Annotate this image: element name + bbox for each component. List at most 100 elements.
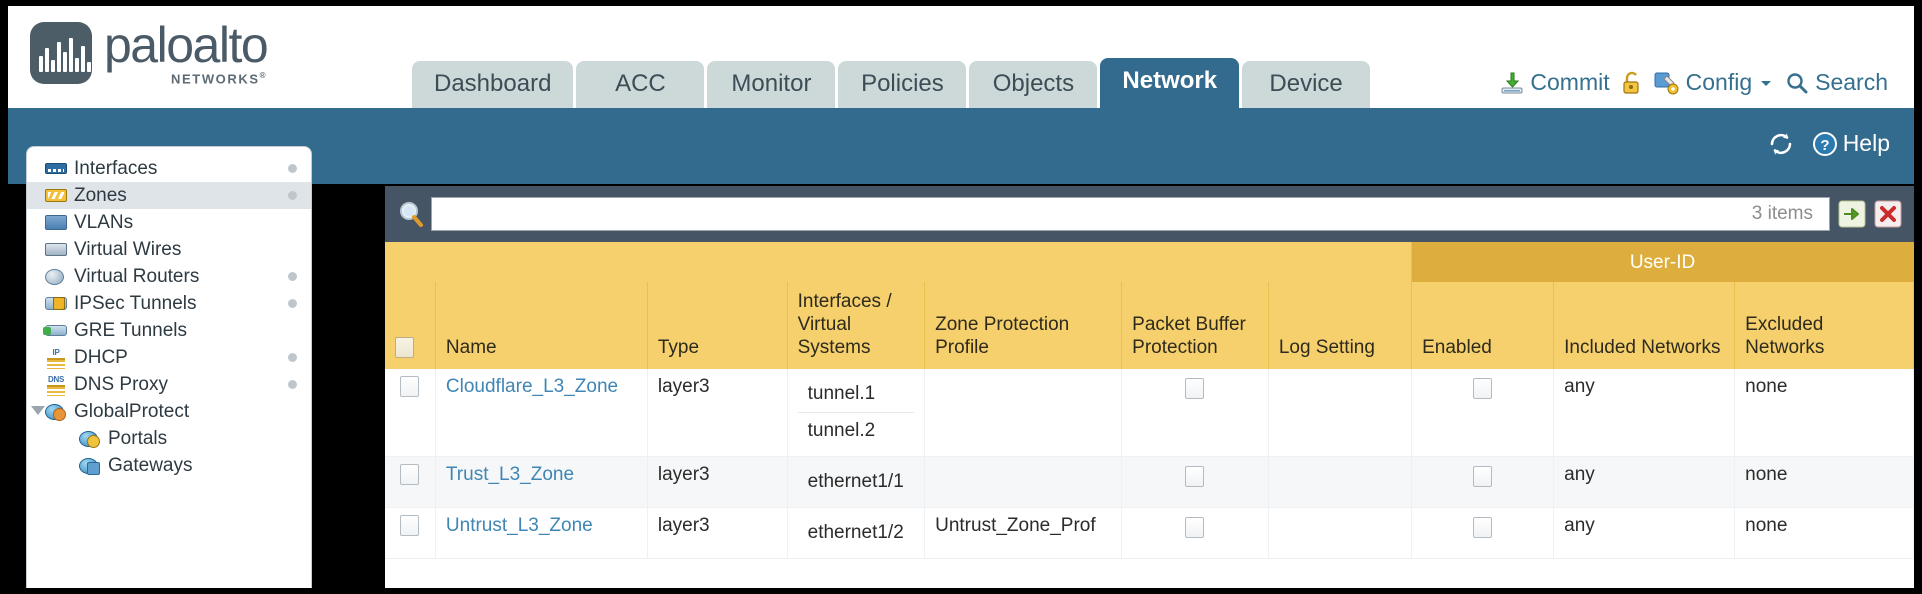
- blue-banner: ? Help: [8, 108, 1914, 184]
- sidebar-item-label: Interfaces: [74, 158, 158, 179]
- row-select-cell[interactable]: [385, 369, 436, 457]
- paloalto-logo-mark-icon: [30, 22, 92, 85]
- virtual-routers-icon: [45, 267, 67, 286]
- packet-buffer-protection-checkbox[interactable]: [1185, 378, 1205, 399]
- col-header-zone-protection-profile[interactable]: Zone Protection Profile: [924, 282, 1123, 369]
- expand-triangle-icon[interactable]: [31, 406, 45, 415]
- zone-type-cell: layer3: [647, 369, 788, 457]
- top-actions: Commit Config: [1500, 69, 1888, 96]
- tab-acc[interactable]: ACC: [576, 61, 705, 108]
- sidebar-item-ipsec-tunnels[interactable]: IPSec Tunnels: [27, 290, 311, 317]
- tab-network[interactable]: Network: [1100, 58, 1240, 108]
- packet-buffer-protection-cell[interactable]: [1121, 456, 1269, 508]
- row-select-checkbox[interactable]: [400, 515, 420, 537]
- zone-name-cell[interactable]: Trust_L3_Zone: [435, 456, 648, 508]
- sidebar-item-dhcp[interactable]: DHCP: [27, 344, 311, 371]
- search-label: Search: [1815, 69, 1888, 95]
- sidebar-item-virtual-routers[interactable]: Virtual Routers: [27, 263, 311, 290]
- col-header-type[interactable]: Type: [647, 282, 788, 369]
- userid-enabled-cell[interactable]: [1411, 369, 1555, 457]
- included-networks-cell: any: [1553, 456, 1736, 508]
- col-header-name[interactable]: Name: [435, 282, 648, 369]
- interface-entry: tunnel.1: [797, 376, 915, 413]
- sidebar-item-vlans[interactable]: VLANs: [27, 209, 311, 236]
- tab-objects[interactable]: Objects: [969, 61, 1098, 108]
- clear-filter-x-icon[interactable]: [1874, 200, 1902, 228]
- userid-enabled-checkbox[interactable]: [1473, 466, 1493, 487]
- sidebar-item-virtual-wires[interactable]: Virtual Wires: [27, 236, 311, 263]
- table-group-header-row: User-ID: [385, 242, 1914, 282]
- zone-name-link[interactable]: Cloudflare_L3_Zone: [445, 376, 619, 397]
- userid-enabled-cell[interactable]: [1411, 456, 1555, 508]
- sidebar-item-portals[interactable]: Portals: [27, 425, 311, 452]
- col-header-log-setting[interactable]: Log Setting: [1268, 282, 1413, 369]
- chevron-down-icon: [1761, 80, 1772, 86]
- packet-buffer-protection-checkbox[interactable]: [1185, 466, 1205, 487]
- brand-tagline: NETWORKS®: [171, 71, 268, 87]
- select-all-header[interactable]: [385, 282, 436, 369]
- filter-search-box[interactable]: 3 items: [431, 197, 1830, 231]
- sidebar-item-gateways[interactable]: Gateways: [27, 452, 311, 479]
- tab-policies[interactable]: Policies: [838, 61, 967, 108]
- zone-name-link[interactable]: Trust_L3_Zone: [445, 464, 575, 485]
- commit-button[interactable]: Commit: [1500, 69, 1610, 96]
- main-content: 3 items User-ID: [385, 186, 1914, 588]
- sidebar-item-dns-proxy[interactable]: DNS Proxy: [27, 371, 311, 398]
- col-header-included-networks[interactable]: Included Networks: [1553, 282, 1736, 369]
- help-button[interactable]: ? Help: [1812, 130, 1890, 157]
- interfaces-cell: ethernet1/1: [787, 456, 926, 508]
- row-select-checkbox[interactable]: [400, 464, 420, 486]
- packet-buffer-protection-cell[interactable]: [1121, 369, 1269, 457]
- sidebar-item-globalprotect[interactable]: GlobalProtect: [27, 398, 311, 425]
- interfaces-icon: [45, 159, 67, 178]
- col-header-interfaces-virtual-systems[interactable]: Interfaces / Virtual Systems: [787, 282, 926, 369]
- dns-proxy-icon: [45, 375, 67, 396]
- tab-dashboard[interactable]: Dashboard: [412, 61, 574, 108]
- search-input[interactable]: [442, 203, 1752, 225]
- gre-tunnels-icon: [43, 321, 67, 340]
- sidebar-item-status-dot: [288, 299, 297, 308]
- lock-button[interactable]: [1621, 71, 1643, 95]
- row-select-cell[interactable]: [385, 456, 436, 508]
- sidebar-item-gre-tunnels[interactable]: GRE Tunnels: [27, 317, 311, 344]
- zone-name-cell[interactable]: Untrust_L3_Zone: [435, 507, 648, 559]
- tab-device[interactable]: Device: [1242, 61, 1371, 108]
- config-menu[interactable]: Config: [1654, 69, 1774, 96]
- zones-icon: [45, 186, 67, 205]
- sidebar-item-label: Portals: [108, 428, 168, 449]
- interface-entry: ethernet1/1: [807, 471, 904, 492]
- sidebar-item-label: VLANs: [74, 212, 134, 233]
- col-header-packet-buffer-protection[interactable]: Packet Buffer Protection: [1121, 282, 1269, 369]
- sidebar-item-zones[interactable]: Zones: [27, 182, 311, 209]
- select-all-checkbox[interactable]: [395, 337, 414, 359]
- userid-enabled-checkbox[interactable]: [1473, 517, 1493, 538]
- ipsec-tunnels-icon: [45, 294, 67, 313]
- col-header-enabled[interactable]: Enabled: [1411, 282, 1555, 369]
- userid-enabled-cell[interactable]: [1411, 507, 1555, 559]
- refresh-icon[interactable]: [1766, 131, 1796, 157]
- interfaces-cell: ethernet1/2: [787, 507, 926, 559]
- row-select-cell[interactable]: [385, 507, 436, 559]
- sidebar-item-interfaces[interactable]: Interfaces: [27, 155, 311, 182]
- search-button[interactable]: Search: [1785, 69, 1888, 96]
- excluded-networks-cell: none: [1734, 456, 1914, 508]
- tab-monitor[interactable]: Monitor: [707, 61, 836, 108]
- zone-name-link[interactable]: Untrust_L3_Zone: [445, 515, 593, 536]
- userid-enabled-checkbox[interactable]: [1473, 378, 1493, 399]
- col-header-excluded-networks[interactable]: Excluded Networks: [1734, 282, 1914, 369]
- packet-buffer-protection-cell[interactable]: [1121, 507, 1269, 559]
- excluded-networks-cell: none: [1734, 369, 1914, 457]
- packet-buffer-protection-checkbox[interactable]: [1185, 517, 1205, 538]
- paloalto-logo: paloalto NETWORKS®: [30, 20, 269, 87]
- items-count-label: 3 items: [1751, 203, 1813, 224]
- sidebar-item-label: Virtual Wires: [74, 239, 182, 260]
- apply-filter-arrow-icon[interactable]: [1838, 200, 1866, 228]
- zone-name-cell[interactable]: Cloudflare_L3_Zone: [435, 369, 648, 457]
- search-magnifier-icon[interactable]: [397, 200, 425, 228]
- row-select-checkbox[interactable]: [400, 376, 420, 398]
